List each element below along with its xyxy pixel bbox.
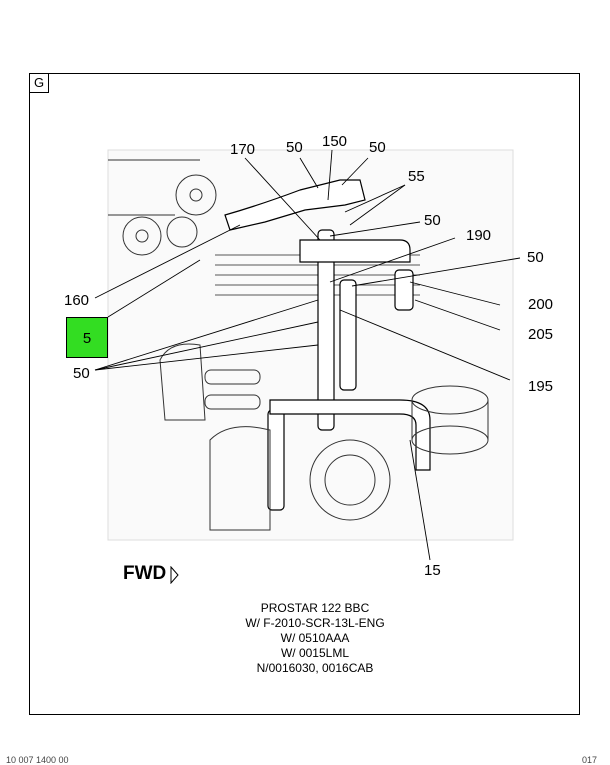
callout-150: 150 xyxy=(322,133,347,150)
callout-15: 15 xyxy=(424,562,441,579)
callout-55: 55 xyxy=(408,168,425,185)
model-caption: PROSTAR 122 BBC W/ F-2010-SCR-13L-ENG W/… xyxy=(215,601,415,676)
caption-line: W/ 0510AAA xyxy=(280,631,350,645)
cooling-fan-art xyxy=(108,159,217,256)
forward-arrow-icon xyxy=(170,566,179,584)
callout-200: 200 xyxy=(528,296,553,313)
callout-50: 50 xyxy=(369,139,386,156)
callout-205: 205 xyxy=(528,326,553,343)
callout-50: 50 xyxy=(73,365,90,382)
footer-doc-number: 10 007 1400 00 xyxy=(6,755,69,765)
highlighted-callout-5[interactable]: 5 xyxy=(66,317,108,358)
callout-190: 190 xyxy=(466,227,491,244)
leader-lines xyxy=(94,149,521,561)
callout-50: 50 xyxy=(424,212,441,229)
callout-160: 160 xyxy=(64,292,89,309)
sheet-corner-label: G xyxy=(30,74,49,93)
caption-line: N/0016030, 0016CAB xyxy=(256,661,374,675)
aftertreatment-art xyxy=(159,343,489,531)
callout-195: 195 xyxy=(528,378,553,395)
caption-line: W/ 0015LML xyxy=(280,646,350,660)
diagram-frame: G xyxy=(29,73,580,715)
caption-line: PROSTAR 122 BBC xyxy=(260,601,370,615)
callout-50: 50 xyxy=(286,139,303,156)
callout-170: 170 xyxy=(230,141,255,158)
callout-labels: 170 50 150 50 55 50 190 50 160 200 205 5… xyxy=(64,133,553,579)
footer-page-number: 017 xyxy=(582,755,598,765)
callout-50: 50 xyxy=(527,249,544,266)
hose-art xyxy=(224,179,431,511)
engine-artwork xyxy=(107,149,514,541)
forward-direction-label: FWD xyxy=(123,563,167,584)
caption-line: W/ F-2010-SCR-13L-ENG xyxy=(245,616,385,630)
